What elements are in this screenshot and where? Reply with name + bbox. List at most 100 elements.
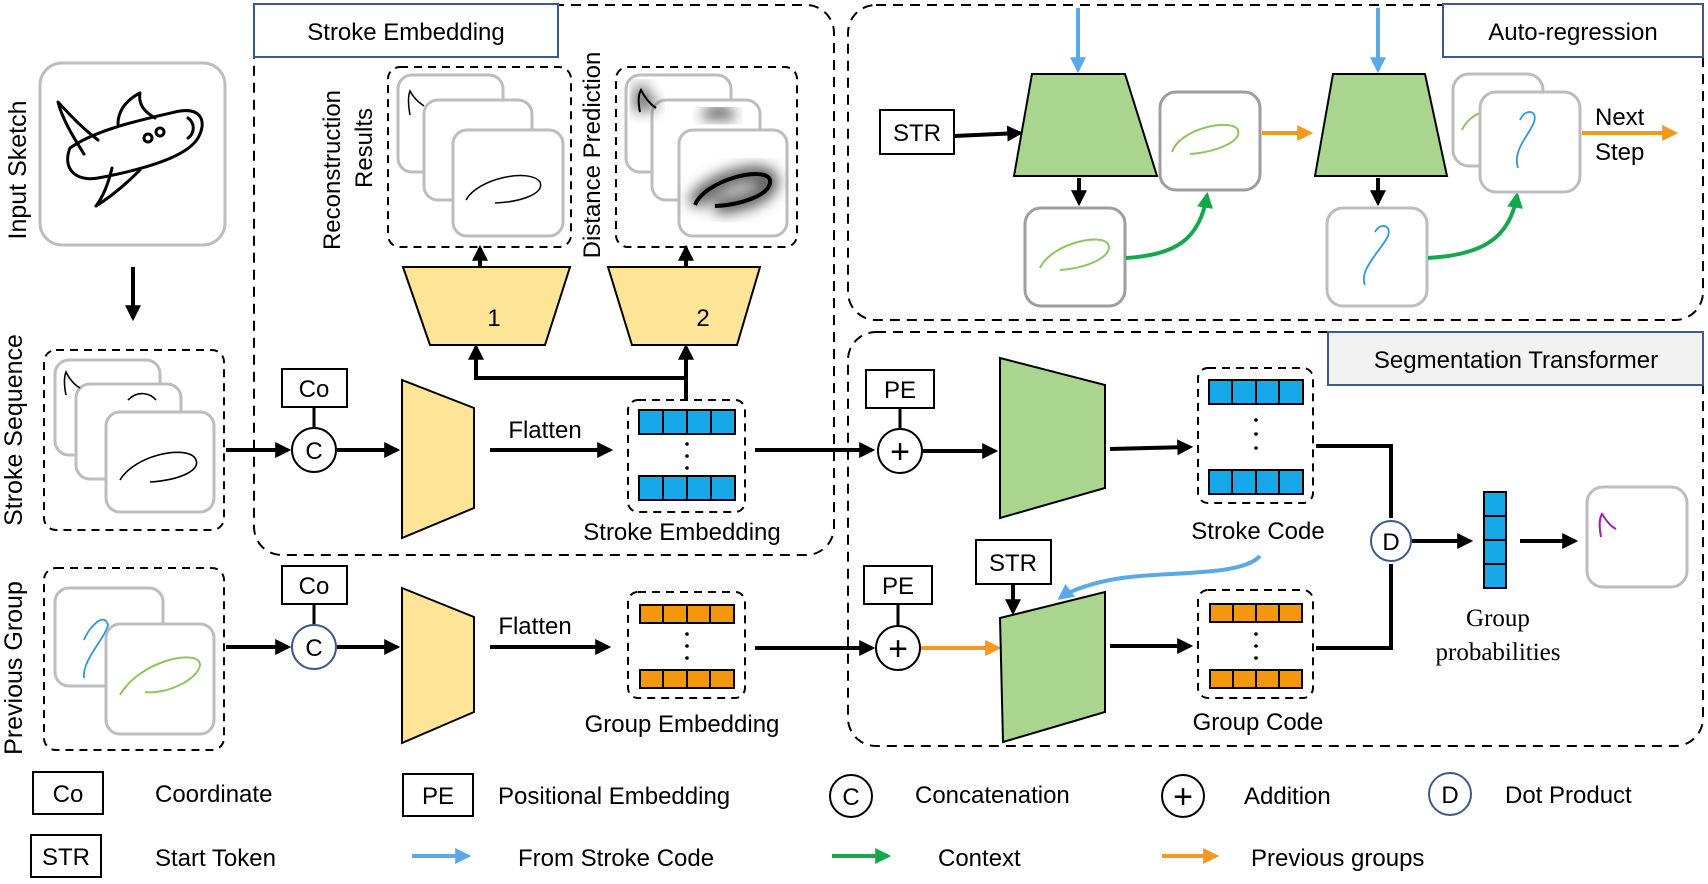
- legend-plus-symbol: +: [1173, 778, 1193, 816]
- autoregression-transformer-1: [1012, 73, 1159, 177]
- legend-str-symbol-box: [30, 834, 102, 878]
- group-probabilities-label-line1: Group: [1466, 605, 1530, 632]
- segmentation-frame: [847, 331, 1704, 747]
- reconstruction-results-stack: [387, 66, 572, 248]
- next-step-label-line2: Step: [1595, 139, 1644, 166]
- co-box-bottom: [281, 565, 348, 605]
- legend-blue-text: From Stroke Code: [518, 845, 714, 872]
- autoregression-output-1-card: [1023, 206, 1127, 308]
- pe-box-bottom-label: PE: [882, 573, 914, 600]
- str-to-transformer-arrow: [953, 125, 1024, 142]
- legend-c-symbol-circle: [829, 774, 873, 818]
- legend-d-symbol-circle: [1428, 772, 1472, 816]
- group-code-label: Group Code: [1193, 709, 1324, 736]
- legend-pe-text: Positional Embedding: [498, 783, 730, 810]
- distance-prediction-stack: [615, 66, 798, 248]
- flatten-top-label: Flatten: [508, 417, 581, 444]
- add-node-bottom: [875, 625, 921, 671]
- stroke-embedding-title: Stroke Embedding: [307, 19, 504, 46]
- concat-node-bottom: [291, 624, 337, 670]
- stroke-sequence-stack: [43, 349, 225, 531]
- str-box-segmentation-label: STR: [989, 550, 1037, 577]
- input-sketch-label: Input Sketch: [4, 101, 32, 240]
- flatten-bottom-label: Flatten: [498, 613, 571, 640]
- group-embedding-label: Group Embedding: [585, 711, 780, 738]
- input-sketch-card: [38, 61, 227, 247]
- legend-pe-symbol: PE: [422, 783, 454, 810]
- legend-co-text: Coordinate: [155, 781, 272, 808]
- decoder-1-trapezoid: [401, 266, 572, 346]
- stroke-embedding-label: Stroke Embedding: [583, 519, 780, 546]
- group-probabilities-vector: [1483, 491, 1507, 589]
- autoregression-output-2-card: [1325, 206, 1429, 308]
- embedding-to-decoder-1: [468, 343, 688, 400]
- context-arrow-1: [1125, 191, 1213, 260]
- segmentation-title: Segmentation Transformer: [1374, 347, 1658, 374]
- segmentation-title-box: Segmentation Transformer: [1327, 331, 1704, 386]
- str-box-autoregression-label: STR: [893, 120, 941, 147]
- str-box-segmentation: [975, 539, 1052, 585]
- legend-str-text: Start Token: [155, 845, 276, 872]
- distance-prediction-label: Distance Prediction: [579, 52, 606, 259]
- legend-green-text: Context: [938, 845, 1021, 872]
- stroke-transformer-out-arrow: [1109, 439, 1194, 456]
- pe-box-top-label: PE: [884, 377, 916, 404]
- co-box-top-label: Co: [299, 376, 330, 403]
- legend-co-symbol: Co: [53, 781, 84, 808]
- pe-box-top: [865, 369, 935, 409]
- stroke-embedding-matrix: [627, 399, 746, 513]
- add-node-top-label: +: [890, 433, 910, 471]
- legend-c-symbol: C: [842, 784, 859, 811]
- add-node-bottom-label: +: [888, 630, 908, 668]
- add-node-top: [877, 428, 923, 474]
- stroke-code-to-group-transformer-arrow: [1057, 554, 1262, 600]
- legend: Co Coordinate PE Positional Embedding C …: [30, 771, 1632, 878]
- segmentation-result-card: [1585, 485, 1689, 589]
- stroke-embedding-title-box: Stroke Embedding: [253, 3, 559, 58]
- stroke-transformer-trapezoid: [999, 356, 1106, 520]
- group-transformer-trapezoid: [998, 590, 1106, 744]
- legend-d-symbol: D: [1441, 782, 1458, 809]
- previous-group-label: Previous Group: [0, 581, 28, 755]
- stroke-encoder-trapezoid: [401, 378, 475, 540]
- group-code-matrix: [1197, 589, 1314, 699]
- legend-c-text: Concatenation: [915, 782, 1070, 809]
- legend-co-symbol-box: [32, 771, 104, 815]
- concat-node-bottom-label: C: [305, 635, 322, 662]
- next-step-label-line1: Next: [1595, 104, 1645, 131]
- group-encoder-trapezoid: [401, 586, 475, 745]
- group-probabilities-label-line2: probabilities: [1436, 639, 1561, 666]
- reconstruction-label-line2: Results: [351, 108, 378, 188]
- concat-node-top: [291, 427, 337, 473]
- decoder-2-trapezoid: [606, 266, 762, 346]
- auto-regression-title: Auto-regression: [1488, 19, 1657, 46]
- autoregression-next-stack: [1451, 72, 1582, 194]
- group-embedding-matrix: [627, 591, 746, 699]
- decoder-1-label: 1: [487, 305, 500, 332]
- autoregression-context-card: [1158, 90, 1262, 192]
- airplane-sketch: [56, 91, 204, 208]
- autoregression-transformer-2: [1313, 73, 1449, 177]
- concat-node-top-label: C: [305, 438, 322, 465]
- legend-plus-text: Addition: [1244, 783, 1331, 810]
- legend-plus-symbol-circle: [1161, 774, 1205, 818]
- legend-d-text: Dot Product: [1505, 782, 1632, 809]
- group-code-to-dot-line: [1316, 564, 1393, 650]
- stroke-code-label: Stroke Code: [1191, 518, 1324, 545]
- stroke-sequence-label: Stroke Sequence: [0, 334, 28, 526]
- auto-regression-title-box: Auto-regression: [1442, 3, 1704, 58]
- stroke-code-to-dot-line: [1316, 444, 1393, 518]
- legend-pe-symbol-box: [402, 773, 474, 817]
- legend-orange-text: Previous groups: [1251, 845, 1424, 872]
- previous-group-stack: [43, 567, 225, 751]
- dot-product-node-label: D: [1382, 529, 1399, 556]
- auto-regression-frame: [847, 4, 1704, 321]
- dot-product-node: [1370, 520, 1412, 562]
- decoder-2-label: 2: [696, 305, 709, 332]
- context-arrow-2: [1427, 191, 1523, 260]
- legend-str-symbol: STR: [42, 844, 90, 871]
- stroke-code-matrix: [1197, 367, 1314, 504]
- co-box-bottom-label: Co: [299, 573, 330, 600]
- reconstruction-label-line1: Reconstruction: [319, 90, 346, 250]
